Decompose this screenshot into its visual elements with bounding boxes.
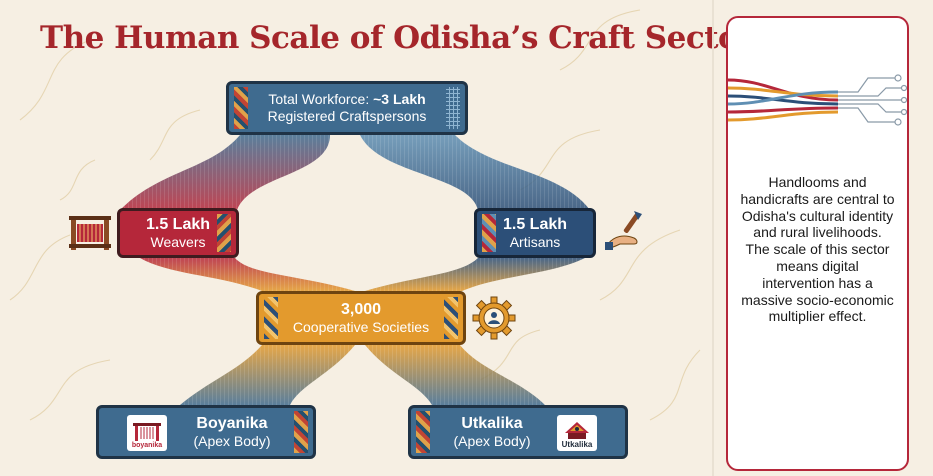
weave-pattern [482,214,496,252]
utkalika-name: Utkalika [461,415,523,432]
threads-circuit-icon [728,74,907,126]
total-workforce-value: ~3 Lakh [373,91,426,108]
total-workforce-label: Registered Craftspersons [267,108,427,124]
utkalika-subtitle: (Apex Body) [453,433,531,450]
node-weavers: 1.5 Lakh Weavers [117,208,239,258]
cooperatives-value: 3,000 [340,301,382,318]
boyanika-subtitle: (Apex Body) [193,433,271,450]
loom-icon [69,216,111,250]
artisans-value: 1.5 Lakh [502,216,568,233]
node-cooperatives: 3,000 Cooperative Societies [256,291,466,345]
info-card: Handlooms and handicrafts are central to… [726,16,909,471]
utkalika-logo: Utkalika [557,415,597,451]
node-utkalika: Utkalika (Apex Body) Utkalika [408,405,628,459]
info-card-text: Handlooms and handicrafts are central to… [740,174,895,325]
artisans-label: Artisans [509,234,561,251]
boyanika-name: Boyanika [196,415,268,432]
total-workforce-prefix: Total Workforce: [268,91,374,108]
gear-people-icon [472,296,516,340]
utkalika-logo-text: Utkalika [561,440,593,449]
cooperatives-label: Cooperative Societies [292,319,430,336]
weavers-value: 1.5 Lakh [145,216,211,233]
page-title: The Human Scale of Odisha’s Craft Sector [40,20,755,56]
node-artisans: 1.5 Lakh Artisans [474,208,596,258]
boyanika-logo: boyanika [127,415,167,451]
weave-pattern [444,297,458,339]
weavers-label: Weavers [150,234,206,251]
weave-pattern [217,214,231,252]
weave-pattern [264,297,278,339]
node-boyanika: boyanika Boyanika (Apex Body) [96,405,316,459]
weave-pattern [234,87,248,129]
temple-logo-icon [565,422,589,439]
thread-texture [120,135,590,405]
loom-logo-icon [133,423,161,441]
weave-pattern [294,411,308,453]
boyanika-logo-text: boyanika [131,442,163,449]
section-divider [712,0,714,476]
weave-pattern [446,87,460,129]
node-total-workforce: Total Workforce: ~3 Lakh Registered Craf… [226,81,468,135]
weave-pattern [416,411,430,453]
hand-brush-icon [605,211,642,250]
